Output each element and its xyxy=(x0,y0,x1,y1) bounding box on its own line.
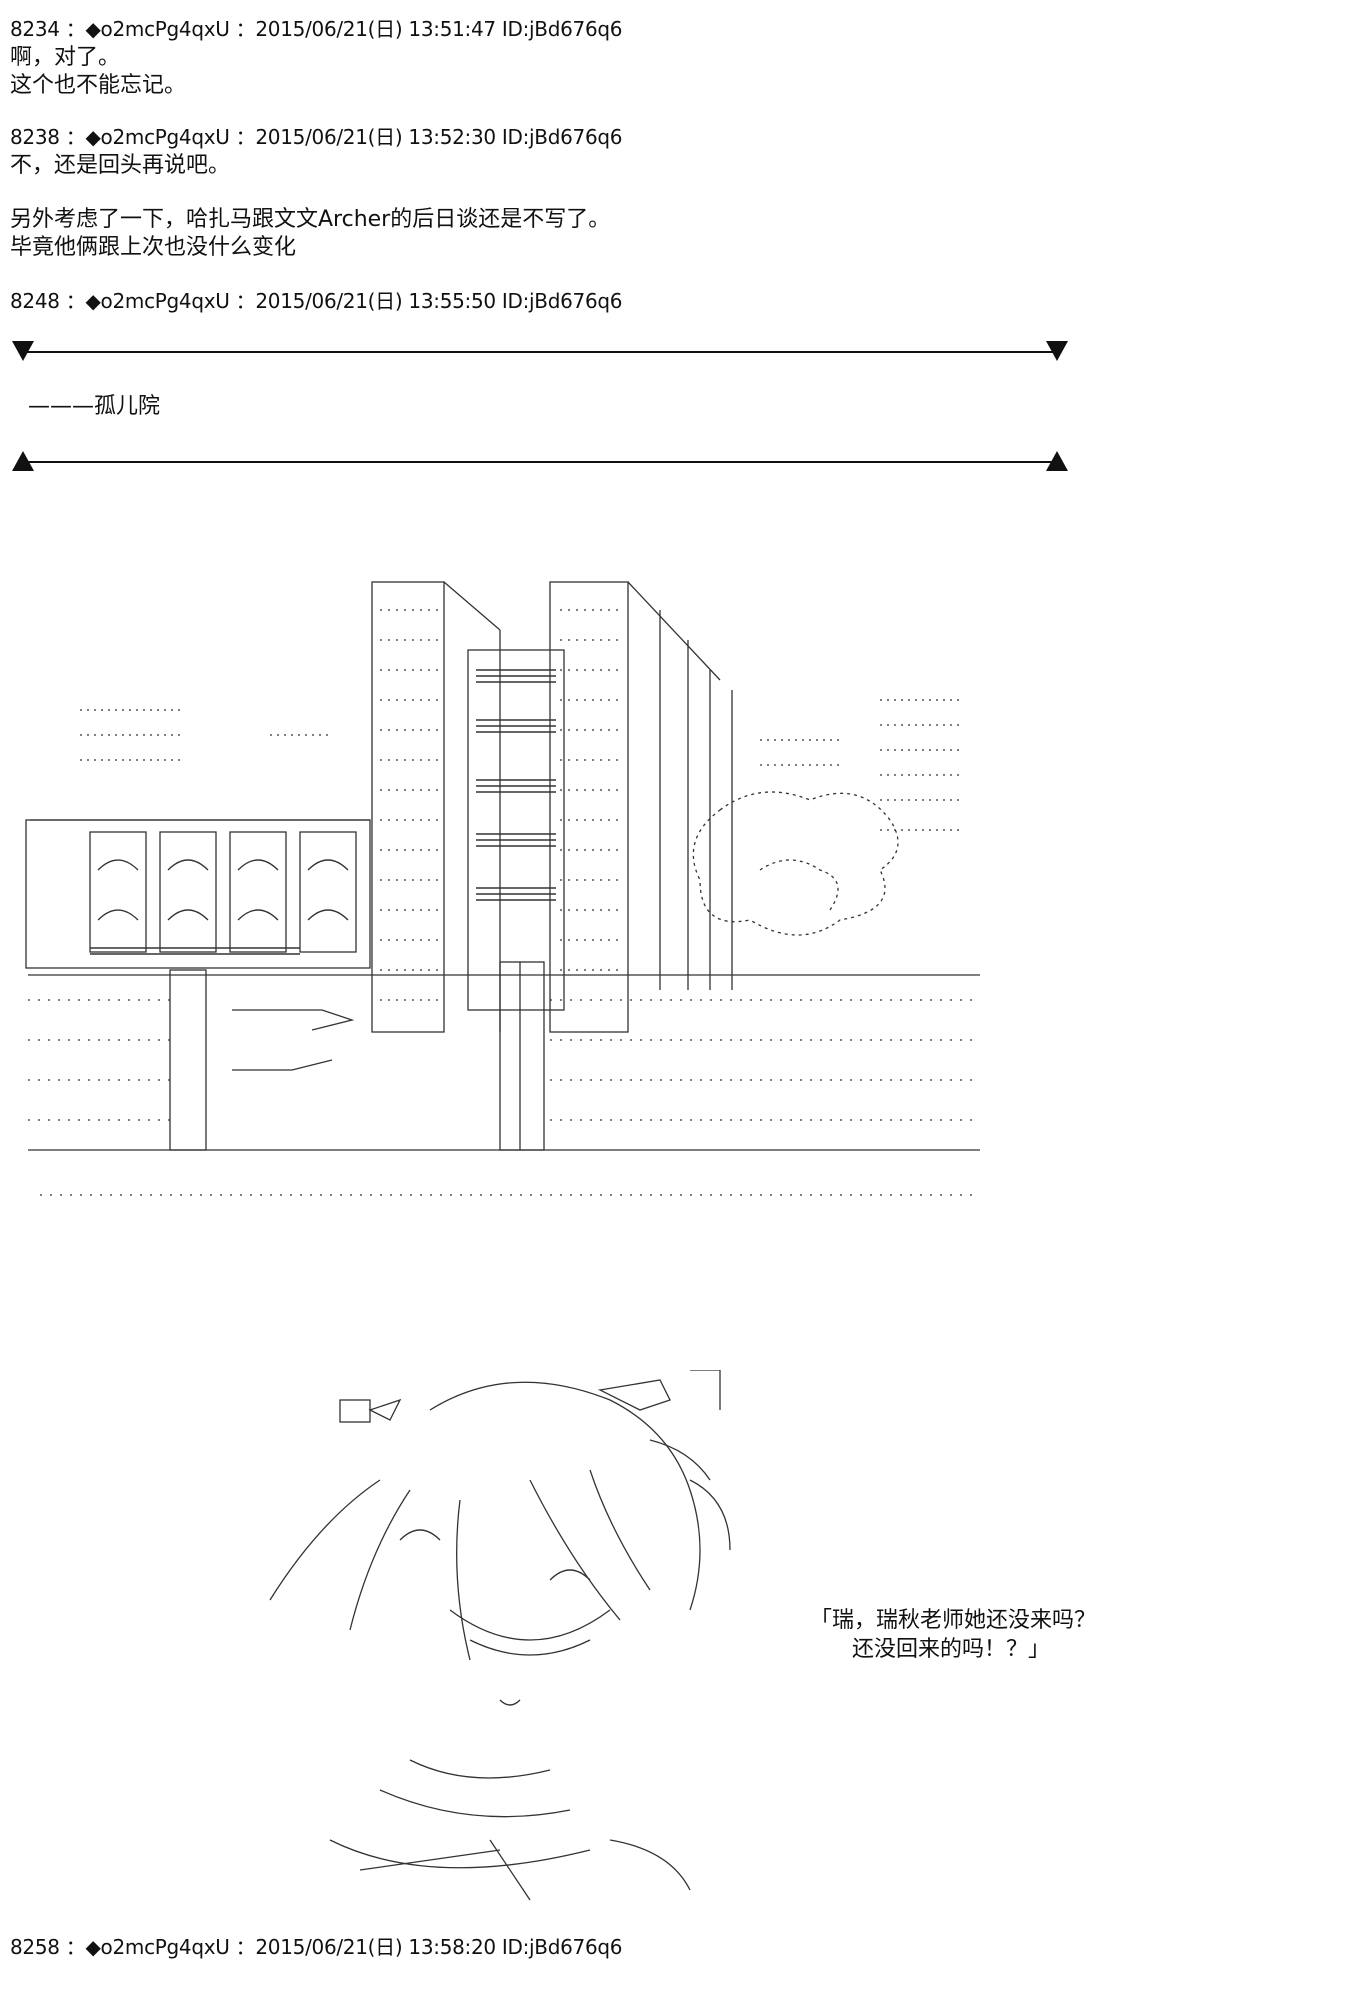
character-art xyxy=(230,1370,810,1910)
divider-line xyxy=(26,461,1054,463)
post-header-8238: 8238 ：◆o2mcPg4qxU ：2015/06/21(日) 13:52:3… xyxy=(10,125,623,149)
distant-buildings-right xyxy=(760,699,960,831)
character-hair xyxy=(269,1381,731,1661)
character-ribbon xyxy=(339,1370,721,1423)
post-line: 啊，对了。 xyxy=(10,45,121,70)
up-triangle-icon xyxy=(12,451,34,471)
post-line: 另外考虑了一下，哈扎马跟文文Archer的后日谈还是不写了。 xyxy=(10,207,611,232)
divider-line xyxy=(26,351,1054,353)
orphanage-cityscape-art xyxy=(20,570,980,1210)
post-line: 不，还是回头再说吧。 xyxy=(10,153,231,178)
tall-building-right xyxy=(549,581,733,1033)
character-body xyxy=(329,1759,691,1901)
post-header-8234: 8234 ：◆o2mcPg4qxU ：2015/06/21(日) 13:51:4… xyxy=(10,17,623,41)
speech-bubble: 「瑞，瑞秋老师她还没来吗？ 还没回来的吗！？」 xyxy=(810,1606,1096,1664)
up-triangle-icon xyxy=(1046,451,1068,471)
post-header-8248: 8248 ：◆o2mcPg4qxU ：2015/06/21(日) 13:55:5… xyxy=(10,289,623,313)
tall-building-left xyxy=(371,581,565,1033)
scene-divider-top xyxy=(12,339,1068,365)
down-triangle-icon xyxy=(12,341,34,361)
scene-label: ———孤儿院 xyxy=(28,394,161,419)
wall-and-ground xyxy=(28,961,980,1196)
speech-line: 还没回来的吗！？」 xyxy=(852,1637,1051,1662)
down-triangle-icon xyxy=(1046,341,1068,361)
trees xyxy=(692,791,899,936)
post-line: 这个也不能忘记。 xyxy=(10,73,187,98)
scene-divider-bottom xyxy=(12,449,1068,475)
post-line: 毕竟他俩跟上次也没什么变化 xyxy=(10,235,297,260)
speech-line: 「瑞，瑞秋老师她还没来吗？ xyxy=(810,1608,1097,1633)
post-header-8258: 8258 ：◆o2mcPg4qxU ：2015/06/21(日) 13:58:2… xyxy=(10,1935,623,1959)
orphanage-building xyxy=(25,709,371,969)
character-face xyxy=(399,1529,611,1706)
